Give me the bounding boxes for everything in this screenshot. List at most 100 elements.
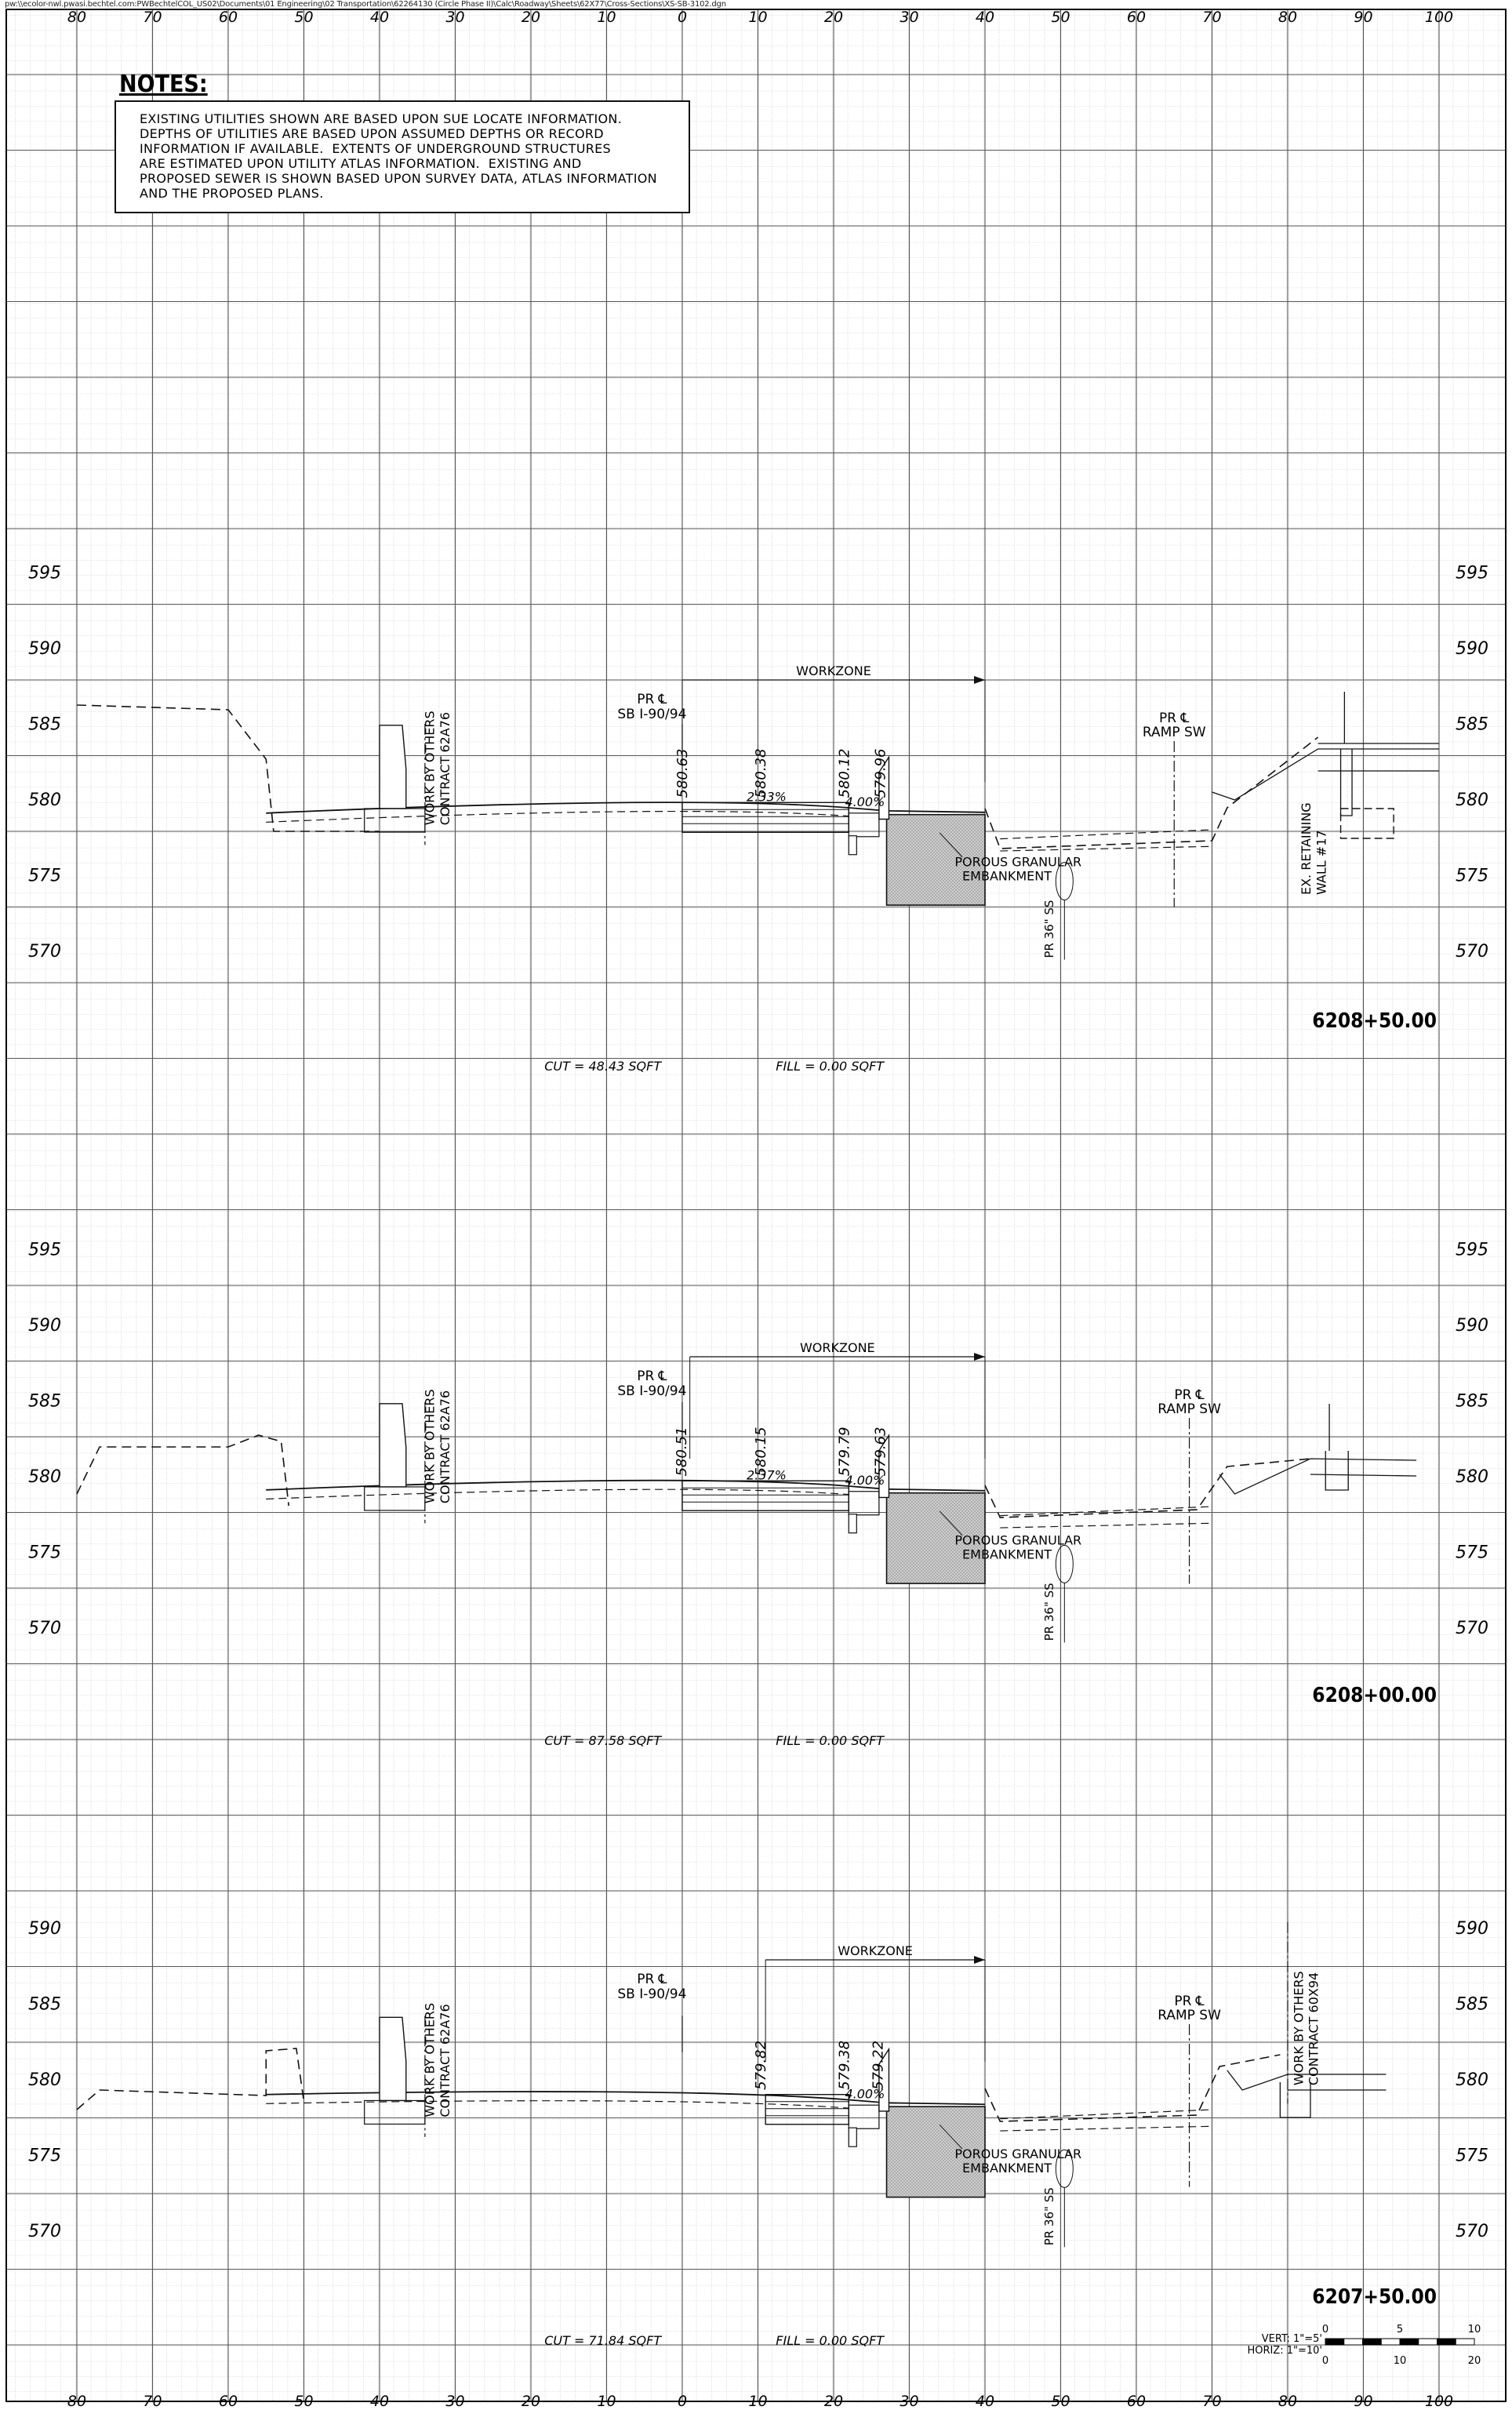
elevation-label-left: 580 xyxy=(28,791,61,810)
vertical-scale-tick: 5 xyxy=(1397,2324,1403,2335)
horizontal-scale-tick: 20 xyxy=(1468,2355,1481,2367)
existing-wall-footing xyxy=(1339,808,1394,839)
offset-label: 20 xyxy=(824,9,843,26)
offset-label: 80 xyxy=(67,9,86,26)
ramp-centerline-label: PR ℄ xyxy=(1174,1994,1204,2009)
elevation-label-right: 570 xyxy=(1456,2222,1488,2241)
offset-label: 30 xyxy=(900,2393,918,2410)
elevation-label-right: 575 xyxy=(1456,2146,1488,2166)
barrier-footing xyxy=(848,2104,880,2129)
offset-label: 20 xyxy=(522,2393,540,2410)
offset-label: 100 xyxy=(1425,2393,1453,2410)
ramp-pavement xyxy=(1000,829,1212,852)
horizontal-scale-tick: 10 xyxy=(1394,2355,1407,2367)
elevation-label-right: 590 xyxy=(1456,1919,1488,1939)
offset-label: 50 xyxy=(294,9,313,26)
offset-label: 50 xyxy=(1051,9,1070,26)
horizontal-scale-label: HORIZ: 1"=10' xyxy=(1247,2345,1322,2357)
offset-label: 80 xyxy=(1278,9,1297,26)
embankment-leader xyxy=(939,2124,963,2150)
ramp-pavement xyxy=(1000,1506,1212,1529)
grade-elevation-label: 579.79 xyxy=(836,1427,852,1476)
offset-label: 10 xyxy=(597,9,616,26)
elevation-label-right: 580 xyxy=(1456,2070,1488,2090)
left-barrier-footing xyxy=(364,2099,426,2125)
station-label: 6207+50.00 xyxy=(1312,2285,1437,2309)
centerline-label: PR ℄ xyxy=(637,692,667,707)
station-label: 6208+00.00 xyxy=(1312,1684,1437,1707)
barrier-wall xyxy=(878,1433,890,1499)
embankment-label: POROUS GRANULAR xyxy=(954,2146,1081,2161)
grade-elevation-label: 579.38 xyxy=(836,2041,852,2090)
workzone-arrowhead xyxy=(974,676,985,684)
barrier-key xyxy=(848,835,857,856)
elevation-label-left: 585 xyxy=(28,1392,61,1412)
grade-elevation-label: 580.51 xyxy=(674,1427,690,1476)
barrier-key xyxy=(848,1514,857,1534)
embankment-label: POROUS GRANULAR xyxy=(954,855,1081,870)
workzone-label: WORKZONE xyxy=(838,1943,913,1958)
barrier-key xyxy=(848,2127,857,2147)
elevation-label-right: 580 xyxy=(1456,1467,1488,1487)
porous-granular-embankment xyxy=(885,1492,986,1584)
offset-label: 60 xyxy=(1127,2393,1146,2410)
file-path-header: pw:\\ecolor-nwl.pwasi.bechtel.com:PWBech… xyxy=(5,0,726,9)
elevation-label-left: 575 xyxy=(28,1543,61,1563)
cross-slope-label: 2.33% xyxy=(747,789,787,804)
station-label: 6208+50.00 xyxy=(1312,1009,1437,1033)
elevation-label-left: 580 xyxy=(28,1467,61,1487)
centerline-label: SB I-90/94 xyxy=(617,1987,686,2002)
sewer-label: PR 36" SS xyxy=(1042,900,1056,958)
elevation-label-left: 570 xyxy=(28,2222,61,2241)
grade-elevation-label: 580.38 xyxy=(753,749,769,798)
grade-elevation-label: 579.96 xyxy=(873,749,889,798)
scale-segment xyxy=(1325,2338,1345,2346)
grade-elevation-label: 579.22 xyxy=(870,2041,887,2090)
offset-label: 40 xyxy=(370,9,389,26)
work-by-others-label: CONTRACT 62A76 xyxy=(438,2004,453,2117)
ramp-centerline-label: PR ℄ xyxy=(1174,1387,1204,1403)
elevation-label-left: 590 xyxy=(28,1919,61,1939)
elevation-label-right: 595 xyxy=(1456,1241,1488,1260)
scale-segment xyxy=(1380,2338,1401,2346)
offset-label: 90 xyxy=(1354,9,1372,26)
grade-elevation-label: 579.82 xyxy=(753,2041,769,2090)
left-barrier-footing xyxy=(364,1486,426,1511)
cut-area-label: CUT = 87.58 SQFT xyxy=(544,1733,662,1748)
cross-slope-label: 2.37% xyxy=(747,1467,787,1482)
existing-ground-line xyxy=(76,2048,1281,2122)
scale-segment xyxy=(1418,2338,1437,2346)
vertical-scale-label: VERT: 1"=5' xyxy=(1262,2333,1322,2345)
offset-label: 0 xyxy=(678,9,687,26)
existing-ground-line xyxy=(76,704,1319,849)
offset-label: 0 xyxy=(678,2393,687,2410)
centerline-label: PR ℄ xyxy=(637,1972,667,1987)
fill-area-label: FILL = 0.00 SQFT xyxy=(776,1059,885,1074)
centerline-label: SB I-90/94 xyxy=(617,707,686,722)
scale-segment xyxy=(1455,2338,1475,2346)
elevation-label-right: 570 xyxy=(1456,942,1488,961)
embankment-label: POROUS GRANULAR xyxy=(954,1532,1081,1547)
elevation-label-right: 585 xyxy=(1456,1392,1488,1412)
elevation-label-left: 570 xyxy=(28,1619,61,1638)
retaining-wall-label: WALL #17 xyxy=(1314,830,1328,895)
sheet-border xyxy=(5,9,1507,2402)
scale-segment xyxy=(1399,2338,1419,2346)
embankment-leader xyxy=(939,1510,963,1536)
work-by-others-label: CONTRACT 62A76 xyxy=(438,1390,453,1503)
cut-area-label: CUT = 48.43 SQFT xyxy=(544,1059,662,1074)
sewer-label: PR 36" SS xyxy=(1042,2187,1056,2245)
proposed-subgrade-line xyxy=(266,1489,849,1499)
offset-label: 60 xyxy=(219,2393,238,2410)
elevation-label-right: 585 xyxy=(1456,715,1488,735)
embankment-label: EMBANKMENT xyxy=(962,1547,1052,1561)
centerline-label: PR ℄ xyxy=(637,1369,667,1384)
offset-label: 70 xyxy=(1202,2393,1221,2410)
offset-label: 50 xyxy=(294,2393,313,2410)
